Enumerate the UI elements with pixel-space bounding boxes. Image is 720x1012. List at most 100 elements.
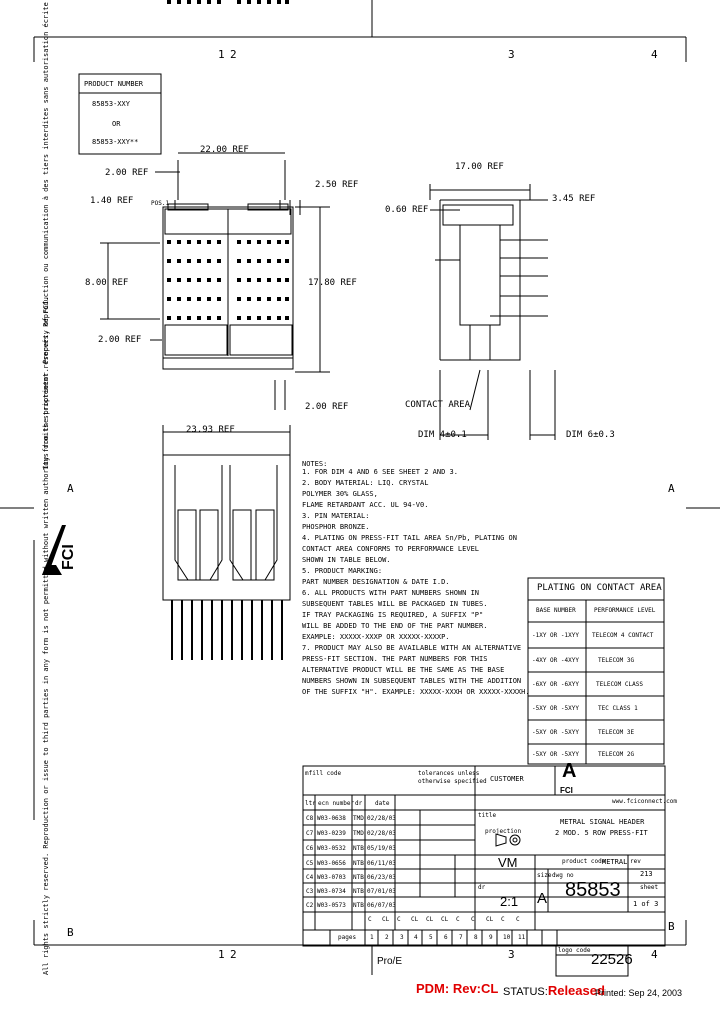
product-number-header: PRODUCT NUMBER [84, 80, 144, 88]
model-label: mfill code [305, 770, 342, 777]
plating-row-2-perf: TELECOM 3G [598, 657, 635, 664]
revision-row: C7 W03-0239 TMD 02/28/03 [303, 827, 398, 842]
note-line: POLYMER 30% GLASS, [302, 490, 378, 498]
dim-6-label: DIM 6±0.3 [566, 430, 615, 440]
note-line: 1. FOR DIM 4 AND 6 SEE SHEET 2 AND 3. [302, 468, 458, 476]
status-line: STATUS:Released [503, 984, 605, 998]
dim-1-40: 1.40 REF [90, 196, 134, 206]
zone-right-a: A [668, 482, 675, 495]
page-value: C [516, 916, 520, 923]
note-line: 2. BODY MATERIAL: LIQ. CRYSTAL [302, 479, 429, 487]
note-line: 3. PIN MATERIAL: [302, 512, 370, 520]
dim-4-label: DIM 4±0.1 [418, 430, 467, 440]
dim-22-ref: 22.00 REF [200, 145, 249, 155]
page-value: C [471, 916, 475, 923]
customer-label: CUSTOMER [490, 775, 524, 783]
rev-date: 02/28/03 [367, 815, 396, 822]
zone-bottom-3: 3 [508, 948, 515, 961]
pages-label: pages [338, 934, 357, 941]
zone-top-1: 1 [218, 48, 225, 61]
revision-row: C6 W03-0532 NTB 05/19/03 [303, 842, 398, 857]
plating-header-base: BASE NUMBER [536, 607, 576, 614]
plating-row-4-perf: TEC CLASS 1 [598, 705, 638, 712]
front-view [100, 152, 330, 410]
revision-list: C8 W03-0638 TMD 02/28/03 C7 W03-0239 TMD… [303, 812, 398, 914]
page-number: 10 [503, 934, 511, 941]
page-value: CL [486, 916, 494, 923]
rev-dr: NTB [353, 888, 364, 895]
pro-e-label: Pro/E [377, 956, 403, 967]
projection-label: projection [485, 828, 522, 835]
note-line: SUBSEQUENT TABLES WILL BE PACKAGED IN TU… [302, 600, 488, 608]
dim-17-80: 17.80 REF [308, 278, 357, 288]
rev-date: 06/07/03 [367, 902, 396, 909]
page-number: 11 [518, 934, 526, 941]
dim-2-00-top: 2.00 REF [105, 168, 149, 178]
rev-dr: NTB [353, 874, 364, 881]
page-number: 3 [400, 934, 404, 941]
revision-row: C3 W03-0734 NTB 07/01/03 [303, 885, 398, 899]
notes-title: NOTES: [302, 460, 328, 468]
page-value: CL [411, 916, 419, 923]
rev-ecn: W03-0734 [317, 888, 346, 895]
rev-date: 06/11/03 [367, 860, 396, 867]
title-line-1: METRAL SIGNAL HEADER [560, 818, 645, 826]
page-value: C [456, 916, 460, 923]
pdm-label: PDM: Rev: [416, 981, 482, 996]
plating-row-3-base: -6XY OR -6XYY [532, 681, 579, 688]
zone-top-2: 2 [230, 48, 237, 61]
rev-dr: NTB [353, 845, 364, 852]
page-number: 1 [370, 934, 374, 941]
press-fit-view [162, 425, 291, 601]
drawing-number: 85853 [565, 879, 621, 901]
pdm-rev: PDM: Rev:CL [416, 981, 499, 996]
pdm-rev-value: CL [481, 981, 499, 996]
dim-23-93: 23.93 REF [186, 425, 235, 435]
note-line: FLAME RETARDANT ACC. UL 94-V0. [302, 501, 429, 509]
zone-top-4: 4 [651, 48, 658, 61]
revision-row: C8 W03-0638 TMD 02/28/03 [303, 812, 398, 827]
product-number-line-3: 85853-XXY** [92, 138, 139, 146]
zone-left-b: B [67, 926, 74, 939]
rev-date: 07/01/03 [367, 888, 396, 895]
plating-row-5-perf: TELECOM 3E [598, 729, 635, 736]
zone-right-b: B [668, 920, 675, 933]
page-value: CL [382, 916, 390, 923]
rev-header-ltr: ltr [305, 800, 316, 807]
note-line: IF TRAY PACKAGING IS REQUIRED, A SUFFIX … [302, 611, 484, 619]
page-value: C [368, 916, 372, 923]
page-number: 7 [459, 934, 463, 941]
rev-ecn: W03-0703 [317, 874, 346, 881]
note-line: SHOWN IN TABLE BELOW. [302, 556, 391, 564]
note-line: PHOSPHOR BRONZE. [302, 523, 370, 531]
dim-8-00: 8.00 REF [85, 278, 129, 288]
page-number: 9 [489, 934, 493, 941]
note-line: 4. PLATING ON PRESS-FIT TAIL AREA Sn/Pb,… [302, 534, 517, 542]
rev-header-ecn: ecn number [318, 800, 355, 807]
plating-table-lines [527, 577, 665, 765]
notes-block: NOTES: 1. FOR DIM 4 AND 6 SEE SHEET 2 AN… [302, 460, 542, 699]
zone-bottom-4: 4 [651, 948, 658, 961]
rev-value: 213 [640, 870, 653, 878]
note-line: PRESS-FIT SECTION. THE PART NUMBERS FOR … [302, 655, 488, 663]
status-label: STATUS: [503, 986, 548, 998]
product-number-line-1: 85853-XXY [92, 100, 130, 108]
rev-dr: TMD [353, 830, 364, 837]
zone-bottom-2: 2 [230, 948, 237, 961]
rev-ecn: W03-0638 [317, 815, 346, 822]
company-logo-mark: A [562, 760, 577, 782]
plating-row-2-base: -4XY OR -4XYY [532, 657, 579, 664]
page-value: C [397, 916, 401, 923]
rev-dr: NTB [353, 902, 364, 909]
rev-date: 06/23/03 [367, 874, 396, 881]
product-number-box [78, 73, 162, 155]
page-number: 6 [444, 934, 448, 941]
logo-code-value: 22526 [591, 951, 633, 968]
plating-row-6-perf: TELECOM 2G [598, 751, 635, 758]
rev-ecn: W03-0239 [317, 830, 346, 837]
plating-header-perf: PERFORMANCE LEVEL [594, 607, 656, 614]
size-label: size [537, 872, 552, 879]
sheet-label: sheet [640, 884, 659, 891]
rev-ecn: W03-0656 [317, 860, 346, 867]
